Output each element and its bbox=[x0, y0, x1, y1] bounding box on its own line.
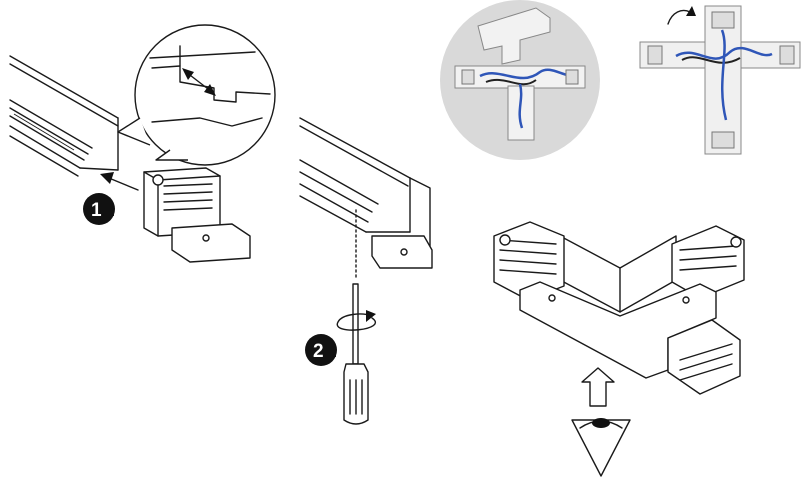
step1-badge: 1 . bbox=[83, 193, 115, 225]
step2-suffix: . bbox=[332, 341, 337, 362]
step1-zoom-callout bbox=[117, 24, 276, 166]
rotate-arrow-icon bbox=[336, 310, 376, 331]
flip-arrow-icon bbox=[667, 6, 696, 25]
step1-number: 1 bbox=[91, 200, 102, 221]
t-connector-drawing bbox=[493, 221, 745, 395]
step2-track-with-connector bbox=[299, 117, 433, 269]
hollow-up-arrow-icon bbox=[581, 367, 615, 407]
step2-number: 2 bbox=[313, 341, 324, 362]
step1-track-profile bbox=[9, 55, 119, 177]
eye-viewpoint-icon bbox=[571, 418, 631, 477]
photo-open-connector bbox=[440, 0, 600, 160]
photo-closed-connector bbox=[639, 5, 801, 155]
gap-double-arrow-icon bbox=[182, 68, 216, 96]
step1-suffix: . bbox=[110, 200, 115, 221]
step1-connector-end bbox=[143, 167, 251, 263]
step2-badge: 2 . bbox=[305, 334, 337, 366]
step1-insert-arrow-icon bbox=[100, 172, 139, 191]
screwdriver-icon bbox=[343, 283, 369, 425]
